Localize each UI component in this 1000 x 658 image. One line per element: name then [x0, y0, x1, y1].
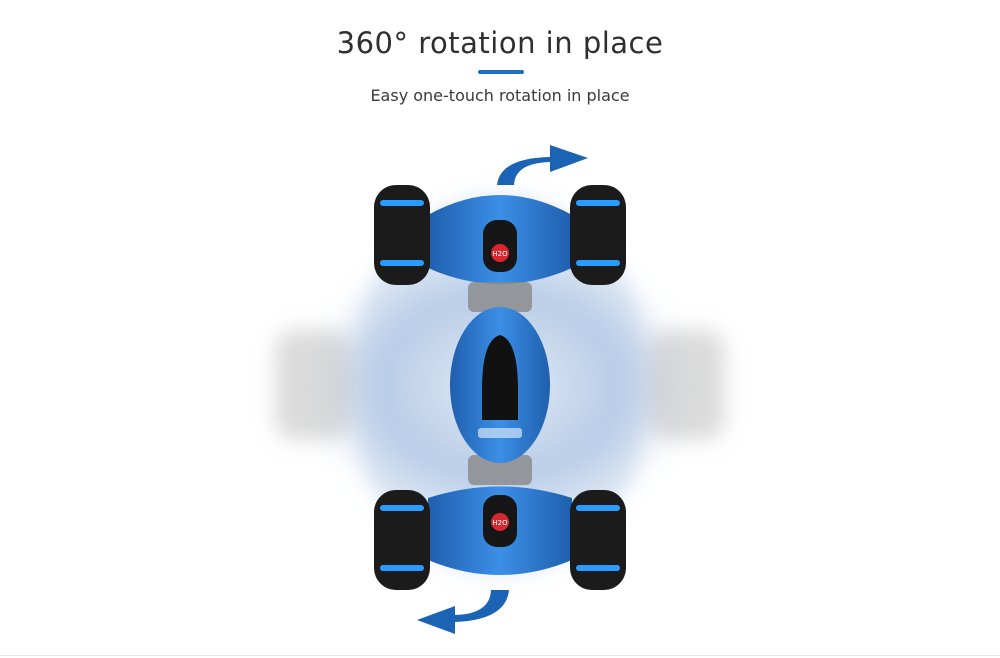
title-accent-bar — [478, 70, 524, 74]
wheel-rear-right — [570, 490, 626, 590]
wheel-rear-left — [374, 490, 430, 590]
badge-text-front: H2O — [492, 250, 508, 258]
wheel-front-right — [570, 185, 626, 285]
badge-text-rear: H2O — [492, 519, 508, 527]
page-title: 360° rotation in place — [336, 26, 664, 60]
bottom-divider — [0, 655, 1000, 656]
curved-arrow-left-icon — [417, 590, 509, 634]
curved-arrow-right-icon — [497, 145, 588, 185]
page-subtitle: Easy one-touch rotation in place — [370, 86, 630, 105]
stunt-rc-car-icon: H2O H2O — [374, 185, 626, 590]
wheel-front-left — [374, 185, 430, 285]
